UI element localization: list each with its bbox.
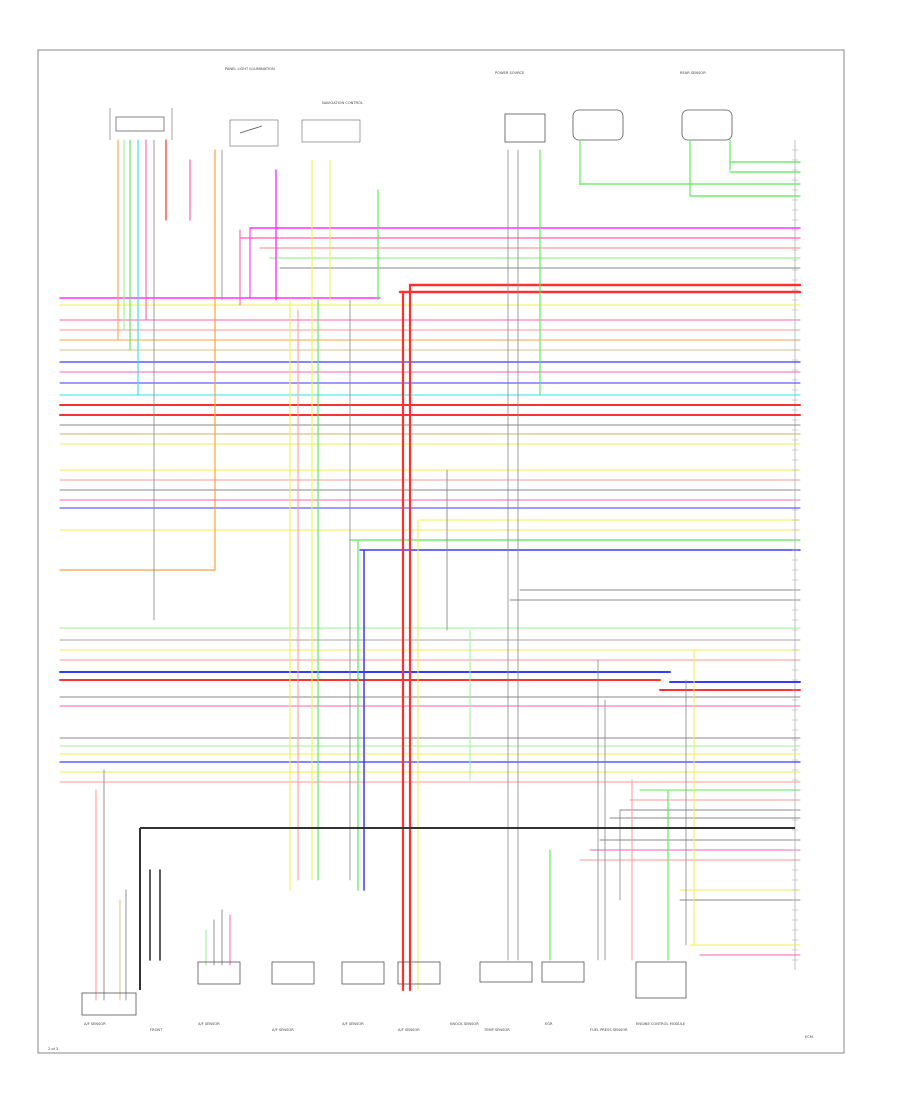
- component-label: FRONT: [150, 1028, 163, 1032]
- component-label: A/F SENSOR: [342, 1022, 364, 1026]
- top-label-b: NAVIGATION CONTROL: [322, 101, 363, 105]
- top-label-c: POWER SOURCE: [495, 71, 525, 75]
- switch-symbol: [229, 119, 361, 147]
- component-label: ENGINE CONTROL MODULE: [636, 1022, 686, 1026]
- component-labels: A/F SENSOR FRONT A/F SENSOR A/F SENSOR A/F S…: [84, 1022, 686, 1032]
- component-box-3: [271, 961, 315, 985]
- component-box-8: [635, 961, 687, 999]
- component-box-5: [397, 961, 441, 985]
- relay-box-1: [504, 113, 546, 143]
- component-label: EGR: [545, 1022, 553, 1026]
- diagram-border: [37, 49, 845, 1054]
- component-box-2: [197, 961, 241, 985]
- vertical-wire-layer: [95, 139, 799, 1001]
- component-label: TEMP SENSOR: [483, 1028, 510, 1032]
- relay-box-3: [681, 109, 733, 141]
- ecm-label: ECM: [805, 1035, 813, 1039]
- connector-top-left: [109, 108, 173, 140]
- component-label: FUEL PRESS SENSOR: [590, 1028, 628, 1032]
- component-box-1: [81, 992, 137, 1016]
- page-ref: 2 of 3: [48, 1047, 58, 1051]
- wire-layer: [59, 161, 802, 956]
- bottom-components: [81, 827, 795, 1016]
- relay-box-2: [572, 109, 624, 141]
- component-label: KNOCK SENSOR: [450, 1022, 479, 1026]
- component-label: A/F SENSOR: [84, 1022, 106, 1026]
- component-box-7: [541, 961, 585, 983]
- component-label: A/F SENSOR: [272, 1028, 294, 1032]
- component-box-4: [341, 961, 385, 985]
- top-label-a: PANEL LIGHT ILLUMINATION: [225, 67, 275, 71]
- component-box-6: [479, 961, 533, 983]
- component-label: A/F SENSOR: [198, 1022, 220, 1026]
- top-label-d: REAR SENSOR: [680, 71, 706, 75]
- component-label: A/F SENSOR: [398, 1028, 420, 1032]
